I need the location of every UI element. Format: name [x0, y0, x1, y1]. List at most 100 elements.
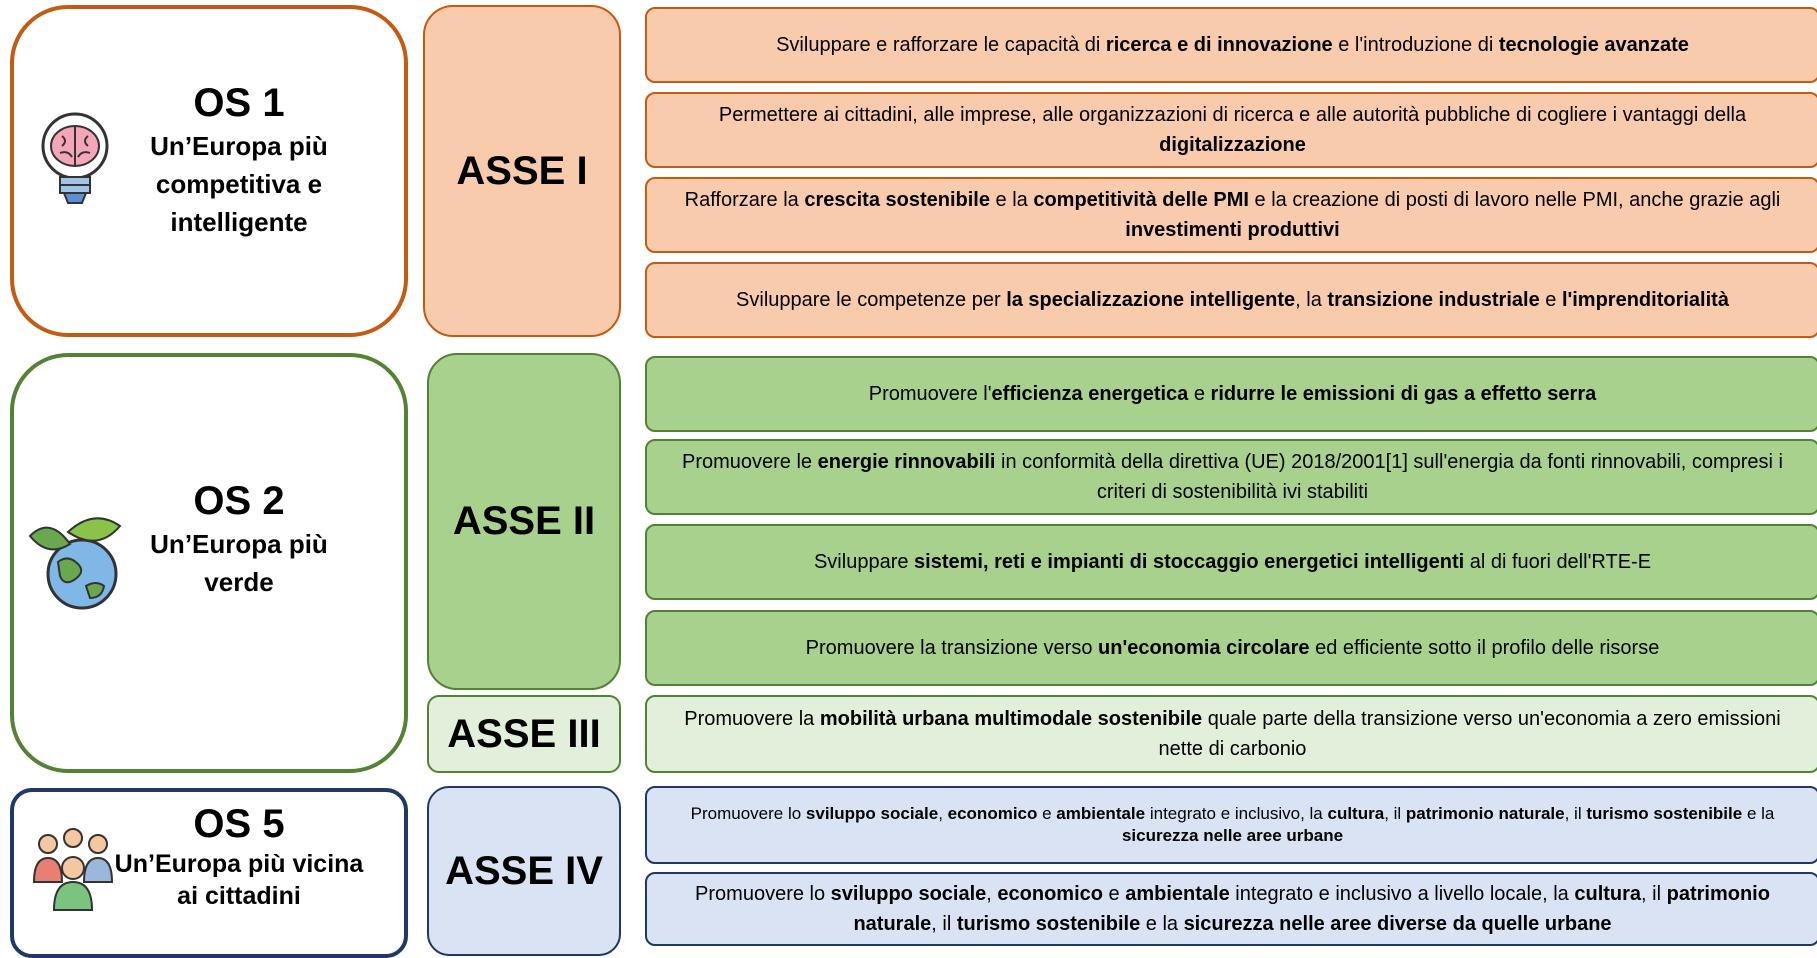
item-text: integrato e inclusivo a livello locale, … — [1229, 883, 1575, 905]
item-text: Sviluppare — [813, 551, 915, 573]
item-text-bold: sicurezza nelle aree urbane — [1121, 826, 1344, 845]
objective-title: Un’Europa più verde — [150, 529, 328, 597]
item-text-bold: cultura — [1327, 804, 1385, 823]
item-text-bold: sviluppo sociale — [805, 804, 939, 823]
item-text: Promuovere la transizione verso — [805, 637, 1099, 659]
item-text-bold: tecnologie avanzate — [1498, 34, 1689, 56]
item-text-bold: transizione industriale — [1327, 289, 1540, 311]
item-text: e la — [989, 189, 1034, 211]
priority-item: Sviluppare e rafforzare le capacità di r… — [645, 7, 1817, 83]
objective-title: Un’Europa più competitiva e intelligente — [150, 131, 328, 237]
item-text: , la — [1295, 289, 1328, 311]
item-text-bold: patrimonio naturale — [1405, 804, 1565, 823]
item-text: in conformità della direttiva (UE) 2018/… — [995, 451, 1783, 503]
priority-item: Promuovere la transizione verso un'econo… — [645, 610, 1817, 686]
item-text-bold: investimenti produttivi — [1125, 219, 1340, 241]
priority-item-text: Promuovere le energie rinnovabili in con… — [661, 447, 1804, 507]
item-text-bold: sistemi, reti e impianti di stoccaggio e… — [914, 551, 1465, 573]
item-text: ed efficiente sotto il profilo delle ris… — [1309, 637, 1660, 659]
item-text: , il — [1564, 804, 1587, 823]
axis-box-asse-iv: ASSE IV — [427, 786, 621, 956]
priority-item: Promuovere lo sviluppo sociale, economic… — [645, 786, 1817, 864]
priority-item: Promuovere le energie rinnovabili in con… — [645, 439, 1817, 515]
axis-box-asse-iii: ASSE III — [427, 695, 621, 773]
item-text-bold: ambientale — [1056, 804, 1146, 823]
item-text: quale parte della transizione verso un'e… — [1158, 708, 1781, 760]
item-text: e la creazione di posti di lavoro nelle … — [1248, 189, 1781, 211]
item-text: Promuovere la — [684, 708, 820, 730]
item-text-bold: ambientale — [1125, 883, 1230, 905]
item-text: Promuovere l' — [868, 383, 992, 405]
item-text: Rafforzare la — [684, 189, 805, 211]
item-text: Promuovere le — [681, 451, 818, 473]
priority-item: Permettere ai cittadini, alle imprese, a… — [645, 92, 1817, 168]
item-text-bold: competitività delle PMI — [1033, 189, 1249, 211]
item-text-bold: la specializzazione intelligente — [1006, 289, 1296, 311]
item-text: e — [1102, 883, 1126, 905]
item-text: e — [1188, 383, 1211, 405]
item-text: e — [1539, 289, 1562, 311]
item-text-bold: energie rinnovabili — [817, 451, 996, 473]
item-text-bold: un'economia circolare — [1098, 637, 1310, 659]
item-text-bold: l'imprenditorialità — [1561, 289, 1729, 311]
item-text-bold: economico — [947, 804, 1038, 823]
item-text: integrato e inclusivo, la — [1145, 804, 1328, 823]
item-text-bold: ricerca e di innovazione — [1105, 34, 1333, 56]
lightbulb-brain-icon — [41, 112, 109, 204]
objective-number: OS 5 — [193, 802, 285, 846]
priority-item: Promuovere l'efficienza energetica e rid… — [645, 356, 1817, 432]
axis-box-asse-ii: ASSE II — [427, 353, 621, 690]
item-text: Sviluppare le competenze per — [736, 289, 1007, 311]
item-text: Promuovere lo — [695, 883, 831, 905]
objective-number: OS 2 — [193, 479, 285, 523]
objective-number: OS 1 — [193, 81, 285, 125]
objective-title: Un’Europa più vicina ai cittadini — [114, 850, 364, 910]
item-text: , il — [1384, 804, 1406, 823]
priority-item: Rafforzare la crescita sostenibile e la … — [645, 177, 1817, 253]
item-text: Permettere ai cittadini, alle imprese, a… — [718, 104, 1747, 126]
people-group-icon — [32, 828, 114, 911]
priority-item: Promuovere la mobilità urbana multimodal… — [645, 695, 1817, 773]
objective-box-os2: OS 2 Un’Europa più verde — [10, 353, 408, 773]
priority-item-text: Rafforzare la crescita sostenibile e la … — [661, 185, 1804, 245]
item-text-bold: cultura — [1574, 883, 1642, 905]
item-text: e — [1037, 804, 1057, 823]
item-text: Sviluppare e rafforzare le capacità di — [776, 34, 1106, 56]
globe-leaves-icon — [28, 517, 122, 610]
item-text: , — [986, 883, 998, 905]
item-text-bold: sicurezza nelle aree diverse da quelle u… — [1183, 913, 1612, 935]
item-text-bold: efficienza energetica — [991, 383, 1189, 405]
item-text: e la — [1140, 913, 1184, 935]
item-text-bold: mobilità urbana multimodale sostenibile — [819, 708, 1203, 730]
item-text: , — [938, 804, 948, 823]
priority-item-text: Promuovere lo sviluppo sociale, economic… — [661, 879, 1804, 939]
priority-item-text: Promuovere l'efficienza energetica e rid… — [869, 379, 1596, 409]
priority-item-text: Sviluppare e rafforzare le capacità di r… — [776, 30, 1689, 60]
item-text: , il — [1641, 883, 1667, 905]
priority-item: Promuovere lo sviluppo sociale, economic… — [645, 872, 1817, 946]
item-text: Promuovere lo — [690, 804, 806, 823]
objective-box-os1: OS 1 Un’Europa più competitiva e intelli… — [10, 5, 408, 337]
item-text-bold: turismo sostenibile — [956, 913, 1141, 935]
item-text-bold: crescita sostenibile — [804, 189, 990, 211]
item-text-bold: turismo sostenibile — [1586, 804, 1743, 823]
item-text-bold: sviluppo sociale — [830, 883, 987, 905]
priority-item-text: Sviluppare sistemi, reti e impianti di s… — [814, 547, 1651, 577]
item-text-bold: digitalizzazione — [1159, 134, 1306, 156]
priority-item-text: Permettere ai cittadini, alle imprese, a… — [661, 100, 1804, 160]
item-text-bold: patrimonio naturale — [853, 883, 1770, 935]
priority-item-text: Promuovere la transizione verso un'econo… — [806, 633, 1660, 663]
item-text: e la — [1742, 804, 1775, 823]
item-text: al di fuori dell'RTE-E — [1464, 551, 1652, 573]
priority-item-text: Sviluppare le competenze per la speciali… — [736, 285, 1729, 315]
priority-item-text: Promuovere lo sviluppo sociale, economic… — [661, 803, 1804, 847]
item-text: , il — [931, 913, 957, 935]
priority-item-text: Promuovere la mobilità urbana multimodal… — [661, 704, 1804, 764]
axis-box-asse-i: ASSE I — [423, 5, 621, 337]
item-text-bold: economico — [997, 883, 1103, 905]
item-text-bold: ridurre le emissioni di gas a effetto se… — [1210, 383, 1597, 405]
priority-item: Sviluppare le competenze per la speciali… — [645, 262, 1817, 338]
item-text: e l'introduzione di — [1332, 34, 1499, 56]
priority-item: Sviluppare sistemi, reti e impianti di s… — [645, 524, 1817, 600]
objective-box-os5: OS 5 Un’Europa più vicina ai cittadini — [10, 788, 408, 958]
